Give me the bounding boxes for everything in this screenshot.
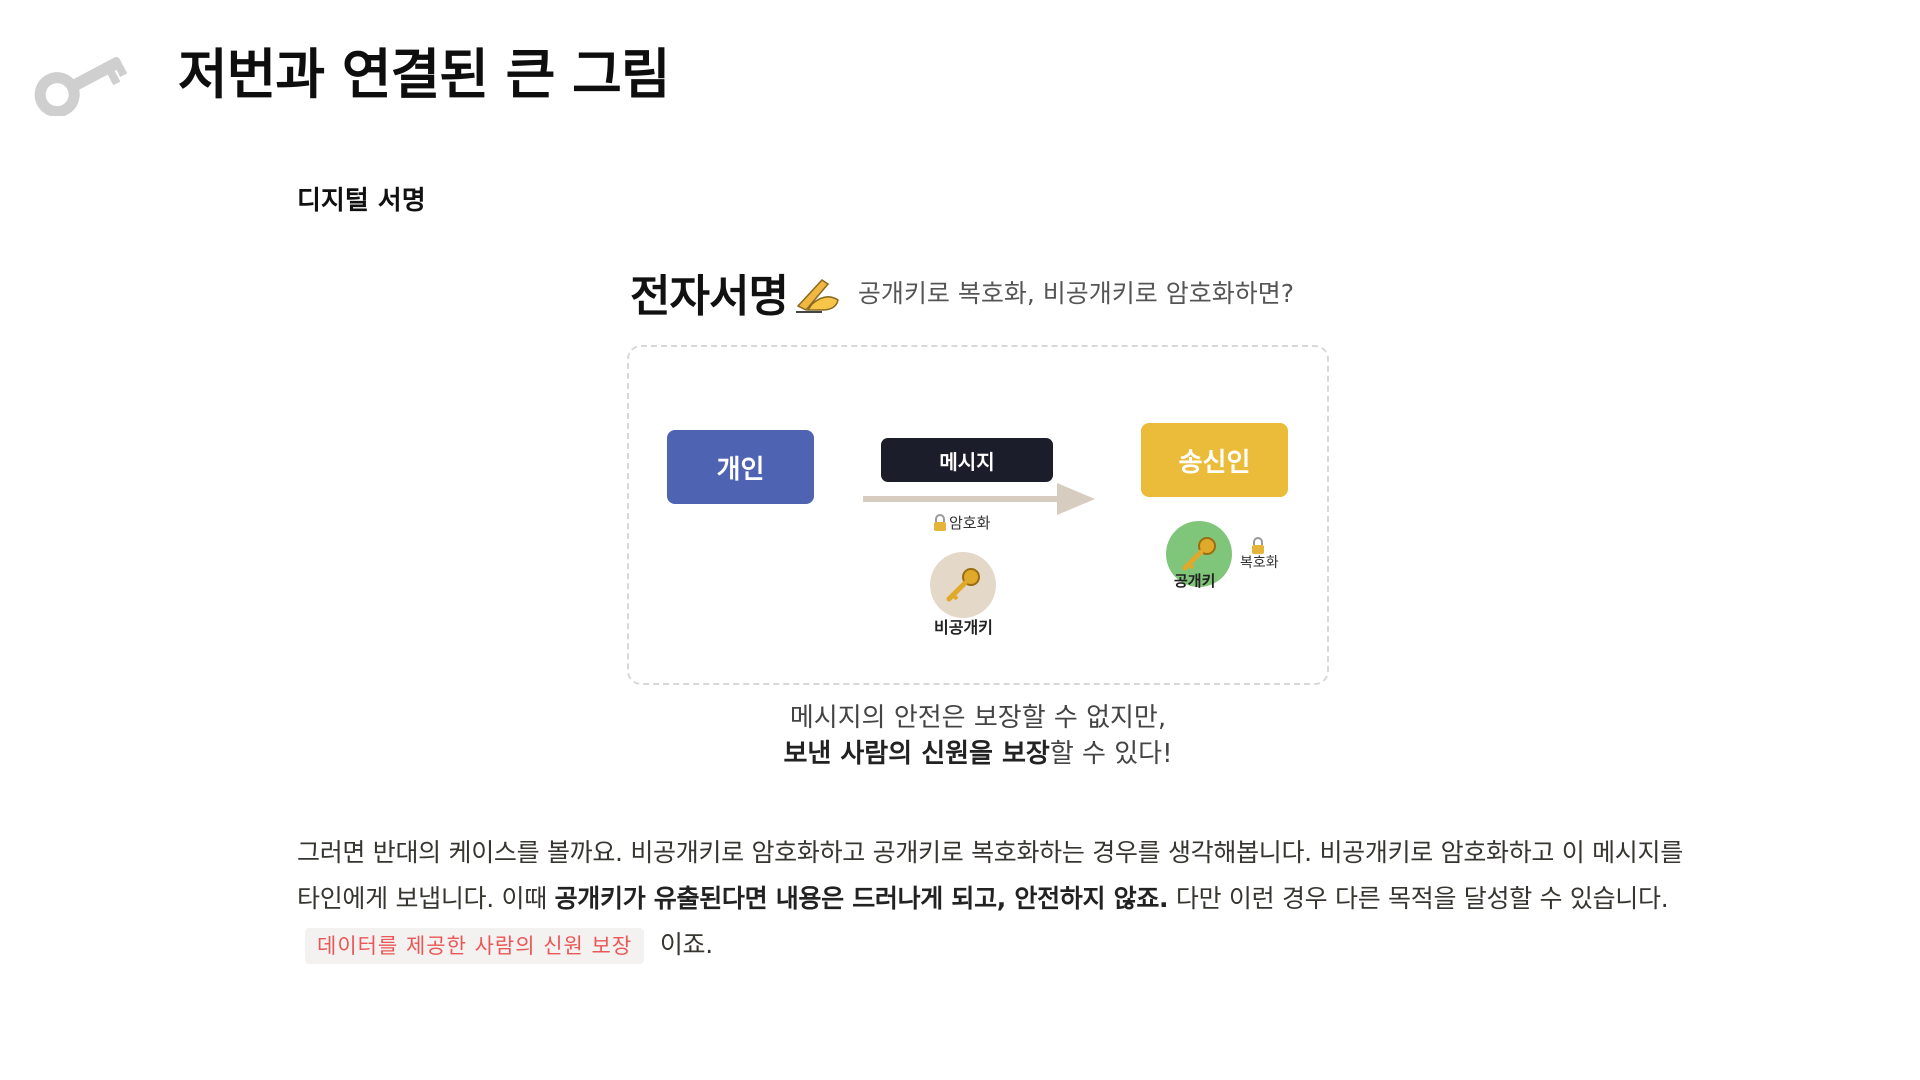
- decrypt-label: 복호화: [1240, 537, 1279, 571]
- caption-line-2: 보낸 사람의 신원을 보장할 수 있다!: [627, 736, 1329, 772]
- public-key-label: 공개키: [1174, 572, 1216, 590]
- paragraph-text-3: 이죠.: [652, 930, 713, 959]
- encrypt-label: 암호화: [933, 512, 990, 533]
- encrypt-text: 암호화: [949, 514, 991, 532]
- caption-line-1: 메시지의 안전은 보장할 수 없지만,: [789, 703, 1167, 733]
- caption-bold: 보낸 사람의 신원을 보장: [783, 739, 1050, 769]
- paragraph-bold: 공개키가 유출된다면 내용은 드러나게 되고, 안전하지 않죠.: [554, 884, 1169, 913]
- writing-hand-icon: [795, 279, 839, 313]
- section-heading: 디지털 서명: [297, 186, 426, 216]
- figure-title: 전자서명: [630, 271, 789, 322]
- figure-question: 공개키로 복호화, 비공개키로 암호화하면?: [857, 279, 1294, 308]
- key-icon: [34, 56, 128, 116]
- golden-key-icon: [946, 568, 980, 602]
- public-key-badge: [1166, 521, 1232, 587]
- lock-icon: [934, 513, 946, 531]
- person-node: 개인: [667, 430, 814, 504]
- paragraph-text-2: 다만 이런 경우 다른 목적을 달성할 수 있습니다.: [1168, 884, 1669, 913]
- figure-heading: 전자서명 공개키로 복호화, 비공개키로 암호화하면?: [630, 262, 1430, 322]
- page-title: 저번과 연결된 큰 그림: [178, 43, 671, 106]
- lock-icon: [1252, 537, 1265, 554]
- decrypt-text: 복호화: [1240, 555, 1279, 571]
- arrow-right-icon: [863, 483, 1095, 515]
- golden-key-icon: [1182, 537, 1216, 571]
- inline-code: 데이터를 제공한 사람의 신원 보장: [305, 928, 645, 964]
- caption-rest: 할 수 있다!: [1049, 739, 1173, 769]
- body-paragraph: 그러면 반대의 케이스를 볼까요. 비공개키로 암호화하고 공개키로 복호화하는…: [297, 830, 1697, 969]
- sender-node: 송신인: [1141, 423, 1288, 497]
- private-key-badge: [930, 552, 996, 618]
- figure-caption: 메시지의 안전은 보장할 수 없지만, 보낸 사람의 신원을 보장할 수 있다!: [627, 700, 1329, 772]
- diagram: 개인 메시지 송신인 암호화 비공개키 공개키 복호화: [627, 345, 1329, 685]
- paragraph-text-1: 그러면 반대의 케이스를 볼까요. 비공개키로 암호화하고 공개키로 복호화하는…: [297, 838, 1683, 913]
- private-key-label: 비공개키: [934, 618, 993, 637]
- message-node: 메시지: [881, 438, 1053, 482]
